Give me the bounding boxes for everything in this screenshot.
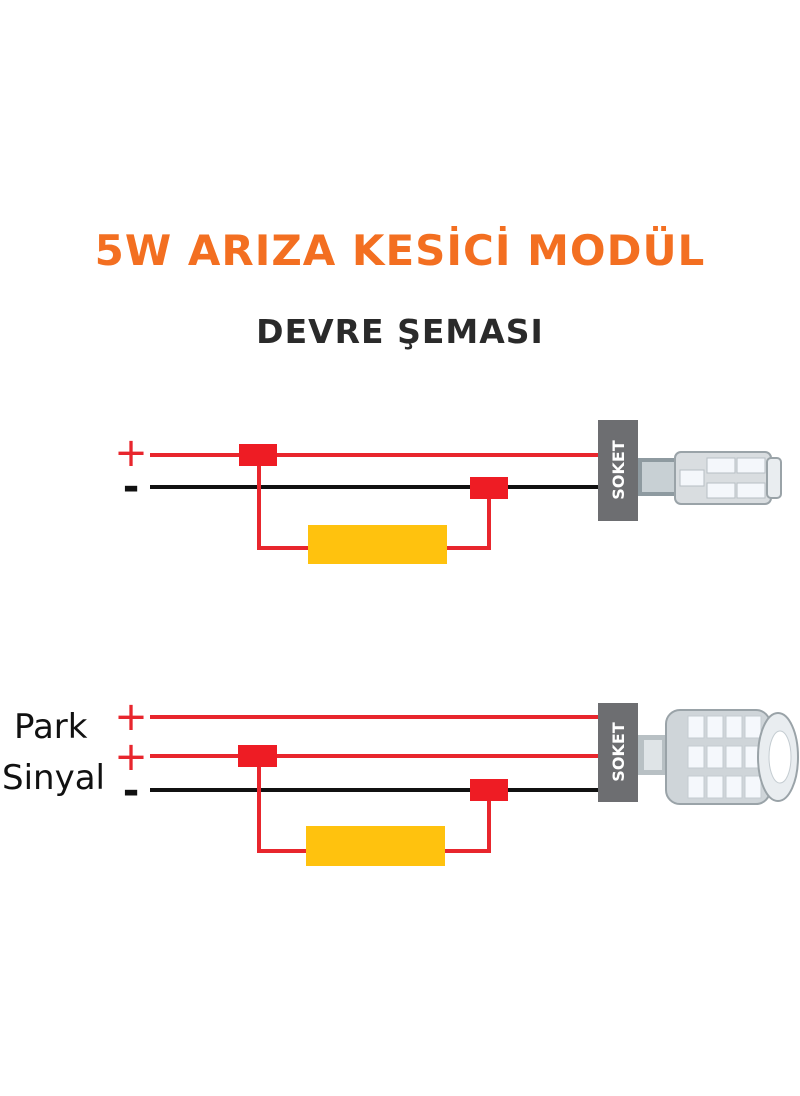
diagram-bottom: + + - SOKET [114, 694, 799, 866]
bottom-signal-symbol: + [114, 734, 148, 780]
bottom-resistor-module [306, 826, 445, 866]
t10-led-bulb-icon [638, 451, 782, 505]
bottom-socket [598, 703, 638, 802]
top-connector-negative [470, 477, 508, 499]
bottom-connector-negative [470, 779, 508, 801]
top-resistor-lead-left [257, 455, 310, 550]
signal-label: Sinyal [2, 758, 105, 798]
page-subtitle: DEVRE ŞEMASI [256, 312, 544, 351]
top-connector-positive [239, 444, 277, 466]
top-negative-symbol: - [123, 464, 140, 510]
diagram-top: + - SOKET [114, 420, 782, 564]
bottom-park-symbol: + [114, 694, 148, 740]
top-socket-label: SOKET [609, 440, 628, 499]
top-resistor-lead-right [445, 487, 491, 550]
bottom-resistor-lead-right [443, 790, 491, 853]
bottom-negative-symbol: - [123, 768, 140, 814]
bottom-connector-signal [238, 745, 277, 767]
top-resistor-module [308, 525, 447, 564]
1156-led-bulb-icon [638, 709, 799, 805]
top-positive-symbol: + [114, 430, 148, 476]
page-title: 5W ARIZA KESİCİ MODÜL [94, 226, 706, 275]
bottom-socket-label: SOKET [609, 722, 628, 781]
park-label: Park [14, 707, 88, 747]
bottom-resistor-lead-left [257, 756, 310, 853]
top-socket [598, 420, 638, 521]
